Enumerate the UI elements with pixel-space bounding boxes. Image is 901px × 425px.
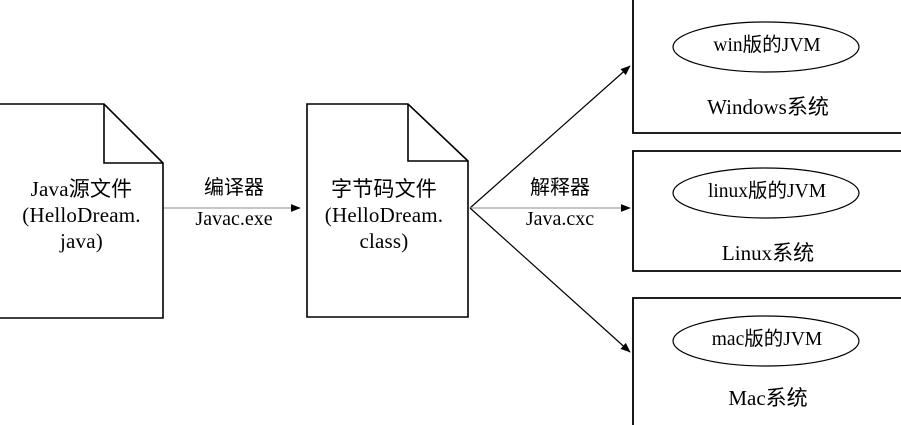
bytecode-file-label-line2: (HelloDream. xyxy=(324,203,444,227)
interpret-edge-label: 解释器 Java.cxc xyxy=(500,176,620,232)
jvm-label-mac: mac版的JVM xyxy=(711,329,823,350)
bytecode-file-label-line1: 字节码文件 xyxy=(331,177,437,201)
jvm-label-windows: win版的JVM xyxy=(713,35,821,56)
source-file-label-line3: java) xyxy=(60,229,103,253)
source-file-document-shape xyxy=(0,103,164,319)
bytecode-file-label-line3: class) xyxy=(359,229,409,253)
interpret-arrow-windows xyxy=(469,65,631,209)
bytecode-file-label: 字节码文件 (HelloDream. class) xyxy=(300,176,468,254)
source-file-label-line1: Java源文件 xyxy=(30,177,133,201)
interpret-arrow-mac xyxy=(469,207,631,353)
source-file-fold-icon xyxy=(103,104,163,164)
bytecode-file-document-shape xyxy=(306,103,469,318)
source-file-label: Java源文件 (HelloDream. java) xyxy=(0,176,163,254)
compile-edge-label-line2: Javac.exe xyxy=(195,208,273,230)
os-label-linux: Linux系统 xyxy=(721,241,815,265)
bytecode-file-fold-icon xyxy=(407,104,468,162)
compile-edge-label-line1: 编译器 xyxy=(204,177,264,199)
jvm-ellipse-linux xyxy=(672,167,860,219)
interpret-edge-label-line2: Java.cxc xyxy=(525,208,595,230)
jvm-ellipse-mac xyxy=(672,315,860,367)
interpret-edge-label-line1: 解释器 xyxy=(530,177,590,199)
jvm-label-linux: linux版的JVM xyxy=(707,181,827,202)
os-label-mac: Mac系统 xyxy=(728,386,808,410)
compile-edge-label: 编译器 Javac.exe xyxy=(170,176,298,232)
source-file-label-line2: (HelloDream. xyxy=(22,203,141,227)
jvm-ellipse-windows xyxy=(672,21,860,73)
os-label-windows: Windows系统 xyxy=(707,95,829,119)
